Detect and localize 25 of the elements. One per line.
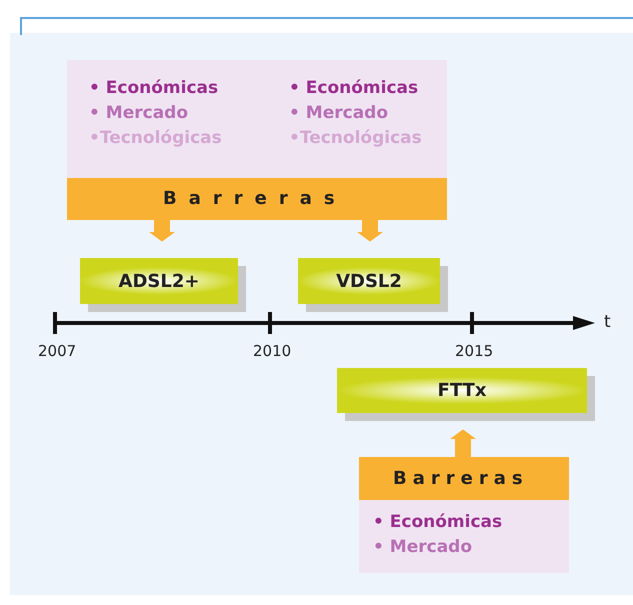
- barrier-item: •Tecnológicas: [89, 128, 222, 148]
- barrier-item: • Económicas: [289, 78, 418, 98]
- barrier-item: • Mercado: [373, 537, 472, 557]
- technology-name: FTTx: [438, 380, 486, 401]
- technology-box: [298, 258, 440, 304]
- technology-name: VDSL2: [336, 270, 402, 292]
- barrier-item: • Mercado: [89, 103, 188, 123]
- block-arrow: [149, 220, 175, 242]
- barrier-item: • Mercado: [289, 103, 388, 123]
- barrier-item: •Tecnológicas: [289, 128, 422, 148]
- barrier-heading: Barreras: [163, 188, 347, 209]
- barrier-item: • Económicas: [89, 78, 218, 98]
- block-arrow: [450, 429, 476, 457]
- technology-box: [337, 368, 587, 413]
- year-label: 2007: [38, 342, 76, 360]
- technology-name: ADSL2+: [118, 270, 200, 292]
- barrier-panel: [67, 60, 447, 220]
- barrier-heading: Barreras: [393, 468, 529, 489]
- axis-label: t: [604, 312, 611, 332]
- barrier-item: • Económicas: [373, 512, 502, 532]
- year-label: 2015: [455, 342, 494, 360]
- barrier-panel: [359, 457, 569, 573]
- technology-box: [80, 258, 238, 304]
- year-label: 2010: [253, 342, 292, 360]
- block-arrow: [357, 220, 383, 242]
